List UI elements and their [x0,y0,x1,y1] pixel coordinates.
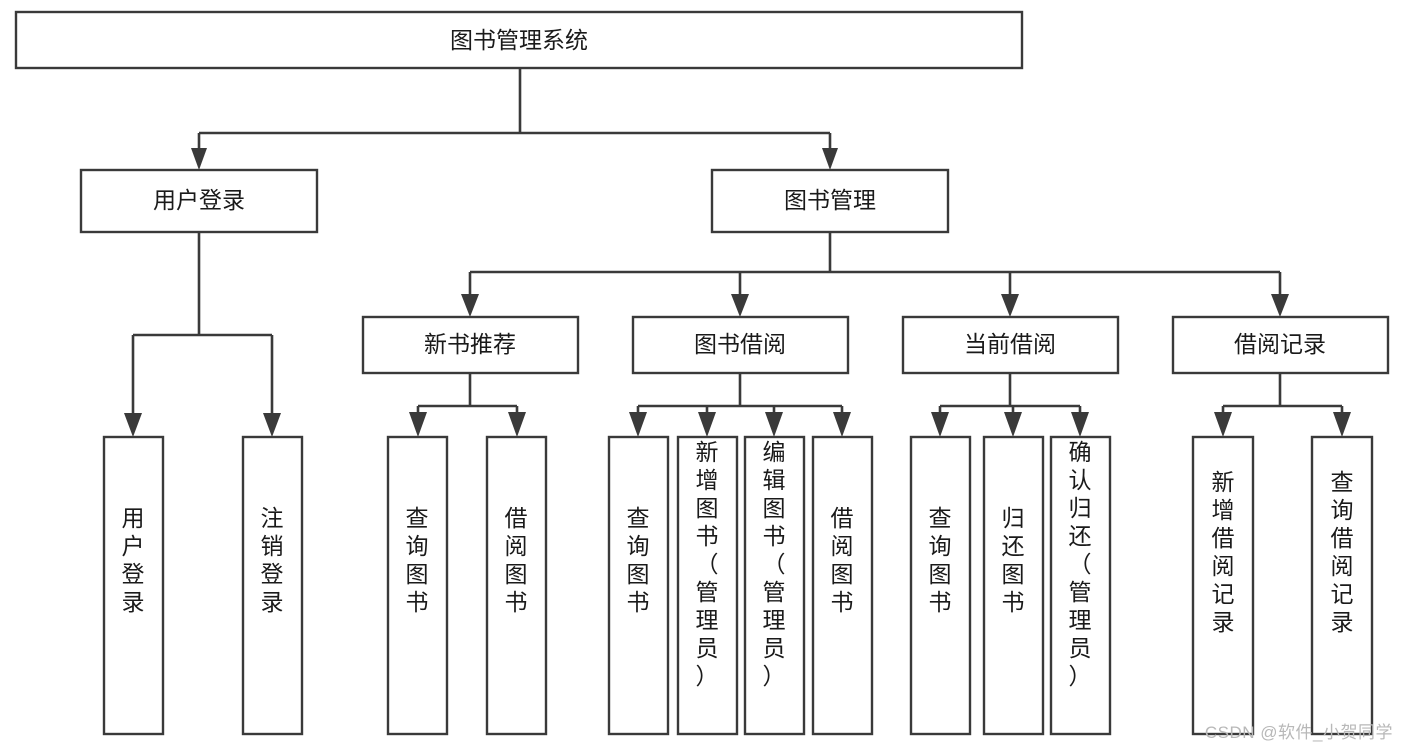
leaf-borrow-book-newbook-label: 借阅图书 [505,505,528,615]
leaf-confirm-return-admin[interactable]: 确认归还（管理员） [1049,435,1112,736]
connector-group-book-borrow [629,373,851,437]
leaf-query-book-borrow-label: 查询图书 [627,505,650,615]
node-root-label: 图书管理系统 [450,27,588,53]
leaf-query-book-newbook-label: 查询图书 [406,505,429,615]
arrow-currentborrow-leaf-1 [931,412,949,437]
node-root[interactable]: 图书管理系统 [14,10,1024,70]
leaf-query-borrow-record-label: 查询借阅记录 [1331,469,1354,635]
leaf-return-book-label: 归还图书 [1002,505,1025,615]
leaf-logout[interactable]: 注销登录 [241,435,304,736]
node-current-borrow-label: 当前借阅 [964,331,1056,357]
leaf-add-book-admin-label: 新增图书（管理员） [696,439,719,689]
arrow-to-current-borrow [1001,294,1019,317]
leaf-borrow-book[interactable]: 借阅图书 [811,435,874,736]
node-book-borrow[interactable]: 图书借阅 [631,315,850,375]
node-book-management[interactable]: 图书管理 [710,168,950,234]
arrow-records-leaf-1 [1214,412,1232,437]
arrow-newbook-leaf-1 [409,412,427,437]
leaf-user-login-label: 用户登录 [122,505,145,615]
leaf-query-book-current-label: 查询图书 [929,505,952,615]
leaf-confirm-return-admin-label: 确认归还（管理员） [1069,439,1092,689]
arrow-to-leaf-logout [263,413,281,437]
leaf-edit-book-admin[interactable]: 编辑图书（管理员） [743,435,806,736]
leaf-user-login-box[interactable] [102,435,165,736]
connector-group-user-login [124,232,281,437]
leaf-return-book-box[interactable] [982,435,1045,736]
leaf-query-borrow-record[interactable]: 查询借阅记录 [1310,435,1374,736]
leaf-logout-box[interactable] [241,435,304,736]
node-borrow-records-label: 借阅记录 [1234,331,1326,357]
arrow-to-user-login [191,148,207,170]
leaf-add-book-admin-box[interactable] [676,435,739,736]
node-borrow-records-box[interactable] [1171,315,1390,375]
arrow-bookborrow-leaf-2 [698,412,716,437]
arrow-to-book-mgmt [822,148,838,170]
node-borrow-records[interactable]: 借阅记录 [1171,315,1390,375]
leaf-query-book-borrow-box[interactable] [607,435,670,736]
arrow-currentborrow-leaf-3 [1071,412,1089,437]
leaf-add-borrow-record[interactable]: 新增借阅记录 [1191,435,1255,736]
arrow-to-new-book [461,294,479,317]
connector-group-root [191,68,838,170]
node-current-borrow-box[interactable] [901,315,1120,375]
connector-group-borrow-records [1214,373,1351,437]
leaf-add-book-admin[interactable]: 新增图书（管理员） [676,435,739,736]
leaf-edit-book-admin-label: 编辑图书（管理员） [763,439,786,689]
leaf-borrow-book-box[interactable] [811,435,874,736]
connector-group-current-borrow [931,373,1089,437]
arrow-to-book-borrow [731,294,749,317]
leaf-return-book[interactable]: 归还图书 [982,435,1045,736]
leaf-edit-book-admin-box[interactable] [743,435,806,736]
leaf-query-book-current[interactable]: 查询图书 [909,435,972,736]
leaf-add-borrow-record-box[interactable] [1191,435,1255,736]
node-user-login-label: 用户登录 [153,187,245,213]
arrow-bookborrow-leaf-4 [833,412,851,437]
node-user-login[interactable]: 用户登录 [79,168,319,234]
leaf-add-borrow-record-label: 新增借阅记录 [1212,469,1235,635]
arrow-records-leaf-2 [1333,412,1351,437]
leaf-borrow-book-label: 借阅图书 [831,505,854,615]
arrow-bookborrow-leaf-1 [629,412,647,437]
node-new-book-recommend[interactable]: 新书推荐 [361,315,580,375]
leaf-logout-label: 注销登录 [261,505,284,615]
leaf-query-book-borrow[interactable]: 查询图书 [607,435,670,736]
arrow-to-borrow-records [1271,294,1289,317]
arrow-newbook-leaf-2 [508,412,526,437]
node-book-management-label: 图书管理 [784,187,876,213]
arrow-currentborrow-leaf-2 [1004,412,1022,437]
connector-group-book-mgmt [461,232,1289,317]
node-user-login-box[interactable] [79,168,319,234]
node-book-borrow-box[interactable] [631,315,850,375]
leaf-user-login[interactable]: 用户登录 [102,435,165,736]
csdn-watermark: CSDN @软件_小贺同学 [1204,723,1393,742]
leaf-query-book-newbook-box[interactable] [386,435,449,736]
node-current-borrow[interactable]: 当前借阅 [901,315,1120,375]
leaf-borrow-book-newbook-box[interactable] [485,435,548,736]
leaf-borrow-book-newbook[interactable]: 借阅图书 [485,435,548,736]
leaf-confirm-return-admin-box[interactable] [1049,435,1112,736]
connector-group-new-book [409,373,526,437]
leaf-query-borrow-record-box[interactable] [1310,435,1374,736]
arrow-bookborrow-leaf-3 [765,412,783,437]
node-new-book-recommend-label: 新书推荐 [424,331,516,357]
node-book-management-box[interactable] [710,168,950,234]
leaf-query-book-newbook[interactable]: 查询图书 [386,435,449,736]
arrow-to-leaf-user-login [124,413,142,437]
node-book-borrow-label: 图书借阅 [694,331,786,357]
node-new-book-recommend-box[interactable] [361,315,580,375]
node-root-box[interactable] [14,10,1024,70]
leaf-query-book-current-box[interactable] [909,435,972,736]
